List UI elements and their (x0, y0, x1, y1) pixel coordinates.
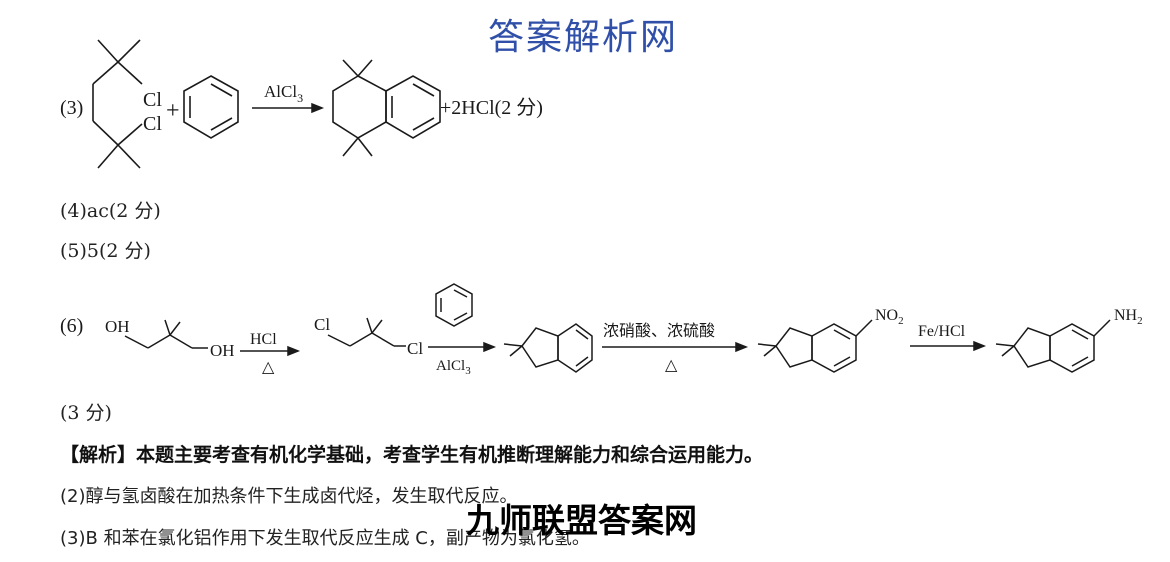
q6-arrow-3 (602, 341, 749, 353)
q6-benzene-reagent (435, 283, 473, 327)
q6-step1-cond: △ (262, 359, 275, 376)
q6-step2-reagent: AlCl3 (436, 358, 471, 377)
q3-plus: + (166, 98, 180, 124)
reaction-scheme-3: (3) Cl Cl + AlCl3 +2HCl(2 分) (60, 39, 543, 169)
q3-label: (3) (60, 97, 83, 119)
synthesis-route-6: (6) OH OH HCl △ Cl Cl AlCl3 (60, 283, 1143, 377)
q6-step4-reagent: Fe/HCl (918, 323, 966, 340)
q6-step1-reagent: HCl (250, 331, 277, 348)
q6-cl-right: Cl (407, 339, 423, 358)
q3-arrow (252, 102, 325, 114)
analysis-item-2: (2)醇与氢卤酸在加热条件下生成卤代烃，发生取代反应。 (60, 486, 518, 507)
analysis-heading: 【解析】本题主要考查有机化学基础，考查学生有机推断理解能力和综合运用能力。 (60, 444, 764, 466)
benzene-structure (183, 75, 239, 139)
q4-answer: (4)ac(2 分) (60, 200, 161, 222)
q6-nh2: NH2 (1114, 307, 1143, 327)
q6-step3-cond: △ (665, 357, 678, 374)
dichloro-structure (92, 39, 143, 169)
q6-oh-right: OH (210, 341, 235, 360)
q3-byproduct: +2HCl(2 分) (440, 96, 543, 119)
q3-reagent: AlCl3 (264, 82, 303, 105)
q6-oh-left: OH (105, 317, 130, 336)
nitroindane-structure (757, 319, 873, 373)
dimethylindane-structure (503, 323, 593, 373)
q3-cl-top: Cl (143, 89, 162, 111)
tetramethyltetralin-structure (332, 59, 441, 157)
q6-arrow-2 (428, 341, 497, 353)
q6-arrow-1 (240, 345, 301, 357)
q6-cl-left: Cl (314, 315, 330, 334)
q6-score: (3 分) (60, 402, 112, 424)
diol-structure (124, 319, 208, 349)
watermark-mid: 九师联盟答案网 (466, 501, 697, 540)
q6-step3-reagent: 浓硝酸、浓硫酸 (603, 321, 715, 340)
watermark-top: 答案解析网 (488, 17, 679, 58)
dichloride-structure (327, 317, 406, 347)
aminoindane-structure (995, 319, 1111, 373)
q6-arrow-4 (910, 340, 987, 352)
q5-answer: (5)5(2 分) (60, 240, 151, 262)
analysis-item-3: (3)B 和苯在氯化铝作用下发生取代反应生成 C，副产物为氯化氢。 (60, 528, 590, 549)
q3-cl-bottom: Cl (143, 113, 162, 135)
q6-no2: NO2 (875, 307, 904, 327)
q6-label: (6) (60, 315, 83, 337)
